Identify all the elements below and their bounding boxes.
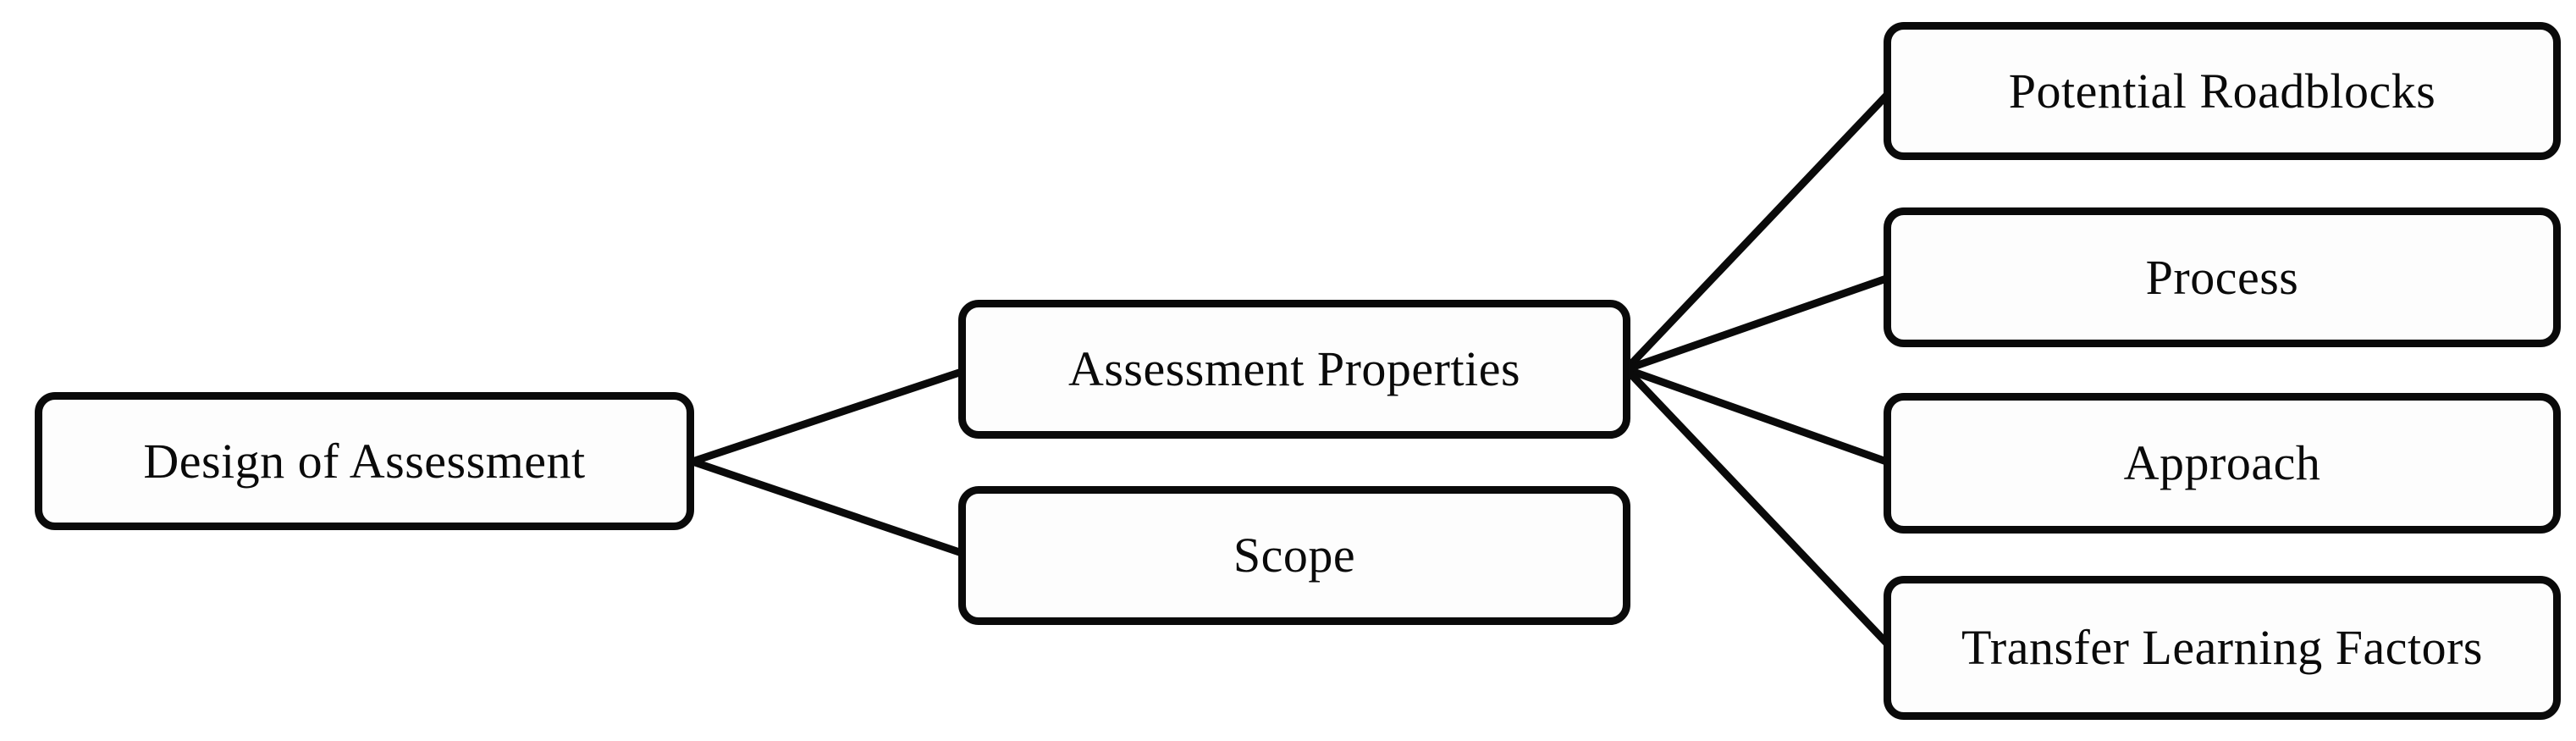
edge-root-to-scope: [691, 457, 971, 560]
node-potential-roadblocks: Potential Roadblocks: [1884, 22, 2561, 160]
node-process: Process: [1884, 207, 2561, 347]
node-design-of-assessment-label: Design of Assessment: [143, 433, 586, 489]
edge-properties-to-process: [1624, 273, 1893, 373]
node-transfer-learning-factors: Transfer Learning Factors: [1884, 576, 2561, 720]
node-assessment-properties-label: Assessment Properties: [1067, 341, 1521, 397]
edge-root-to-assessment-properties: [691, 365, 971, 466]
node-scope-label: Scope: [1233, 528, 1356, 583]
edge-properties-to-potential-roadblocks: [1623, 87, 1895, 373]
node-assessment-properties: Assessment Properties: [958, 300, 1630, 439]
node-process-label: Process: [2145, 249, 2299, 305]
node-transfer-learning-factors-label: Transfer Learning Factors: [1961, 620, 2483, 676]
node-approach-label: Approach: [2123, 435, 2321, 491]
node-potential-roadblocks-label: Potential Roadblocks: [2008, 63, 2436, 119]
edge-properties-to-approach: [1624, 365, 1893, 467]
node-approach: Approach: [1884, 393, 2561, 534]
edge-properties-to-transfer-learning: [1623, 366, 1895, 651]
node-scope: Scope: [958, 486, 1630, 625]
node-design-of-assessment: Design of Assessment: [35, 392, 694, 530]
